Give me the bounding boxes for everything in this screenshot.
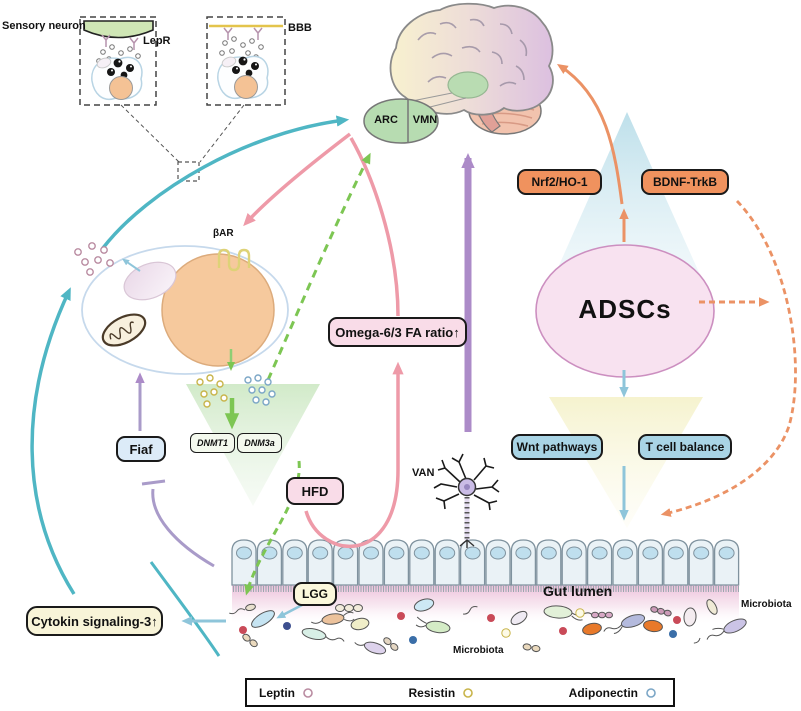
leptin-dot-icon xyxy=(303,687,313,698)
inhibit-tbar xyxy=(141,479,166,486)
lipid-droplet xyxy=(161,253,275,367)
arrow-arc-to-bar xyxy=(243,132,352,227)
nrf2-ho1-box: Nrf2/HO-1 xyxy=(517,169,602,195)
arrow-dnmt-to-gut xyxy=(244,460,301,596)
adipocyte-nucleus xyxy=(123,261,177,301)
brain-illustration xyxy=(389,2,554,135)
mitochondrion xyxy=(101,313,147,347)
sensory-neuron-label: Sensory neuron xyxy=(2,20,86,32)
van-label: VAN xyxy=(412,467,435,479)
microbiota-row xyxy=(229,598,747,655)
neuron-nucleus xyxy=(234,75,258,99)
van-neuron xyxy=(433,453,500,548)
arrow-hfd-to-omega xyxy=(304,361,404,549)
legend-item-adiponectin: Adiponectin xyxy=(569,686,657,700)
teal-connector xyxy=(149,561,221,657)
wnt-pathways-box: Wnt pathways xyxy=(511,434,603,460)
zoom-connectors xyxy=(120,104,245,182)
bar-label: βAR xyxy=(213,228,234,239)
adipocyte-cell xyxy=(81,245,289,375)
cortex xyxy=(389,2,554,116)
gut-lumen-label: Gut lumen xyxy=(543,583,613,599)
hypothalamus xyxy=(447,71,489,99)
inset-bbb xyxy=(206,16,286,106)
inhibit-gut-to-fiaf xyxy=(151,488,215,568)
inset-sensory-neuron xyxy=(79,16,157,106)
arrow-lgg-to-microbiota xyxy=(276,603,303,619)
adscs-label: ADSCs xyxy=(578,294,672,324)
resistin-dot-icon xyxy=(463,687,473,698)
line-omega-to-arc xyxy=(349,137,400,317)
cytokin-signaling-box: Cytokin signaling-3↑ xyxy=(26,606,163,636)
legend-label-adiponectin: Adiponectin xyxy=(568,685,638,700)
bdnf-trkb-box: BDNF-TrkB xyxy=(641,169,729,195)
hfd-box: HFD xyxy=(286,477,344,505)
adiponectin-dot-icon xyxy=(646,687,656,698)
legend-label-resistin: Resistin xyxy=(408,685,456,700)
arc-label: ARC xyxy=(374,114,398,126)
microbiota-label-right: Microbiota xyxy=(741,599,792,610)
neuron-nucleolus xyxy=(464,484,470,490)
dnmt1-box: DNMT1 xyxy=(190,433,235,453)
arrow-leptin-to-arc xyxy=(101,115,350,250)
legend-item-resistin: Resistin xyxy=(408,686,474,700)
omega-ratio-box: Omega-6/3 FA ratio↑ xyxy=(328,317,467,347)
vmn-label: VMN xyxy=(412,114,438,126)
lgg-box: LGG xyxy=(293,582,337,606)
arrow-nucleus-secretion xyxy=(122,258,141,272)
leptin-dots xyxy=(74,242,114,276)
neuron-nucleus xyxy=(109,76,133,100)
yellow-triangle xyxy=(549,397,703,528)
bbb-label: BBB xyxy=(288,22,312,34)
arrow-cytokin-to-leptin xyxy=(30,287,76,595)
resistin-dots xyxy=(196,374,228,408)
legend-item-leptin: Leptin xyxy=(259,686,314,700)
bar-receptor-icon xyxy=(217,248,251,272)
arrow-bdnf-to-gut-dashed xyxy=(660,200,797,517)
fiaf-box: Fiaf xyxy=(116,436,166,462)
lepr-label: LepR xyxy=(143,35,171,47)
adiponectin-dots xyxy=(244,374,276,406)
arrow-pathways-to-brain xyxy=(556,64,624,205)
arrow-adipokines-to-arc xyxy=(266,152,371,381)
legend-label-leptin: Leptin xyxy=(259,685,295,700)
dnm3a-box: DNM3a xyxy=(237,433,282,453)
arrows xyxy=(30,64,797,657)
microbiota-label-bottom: Microbiota xyxy=(453,645,504,656)
legend: Leptin Resistin Adiponectin xyxy=(245,678,675,707)
gyri xyxy=(417,18,528,87)
sensory-ending xyxy=(83,20,154,39)
t-cell-balance-box: T cell balance xyxy=(638,434,732,460)
arc-vmn-nucleus xyxy=(363,92,467,144)
